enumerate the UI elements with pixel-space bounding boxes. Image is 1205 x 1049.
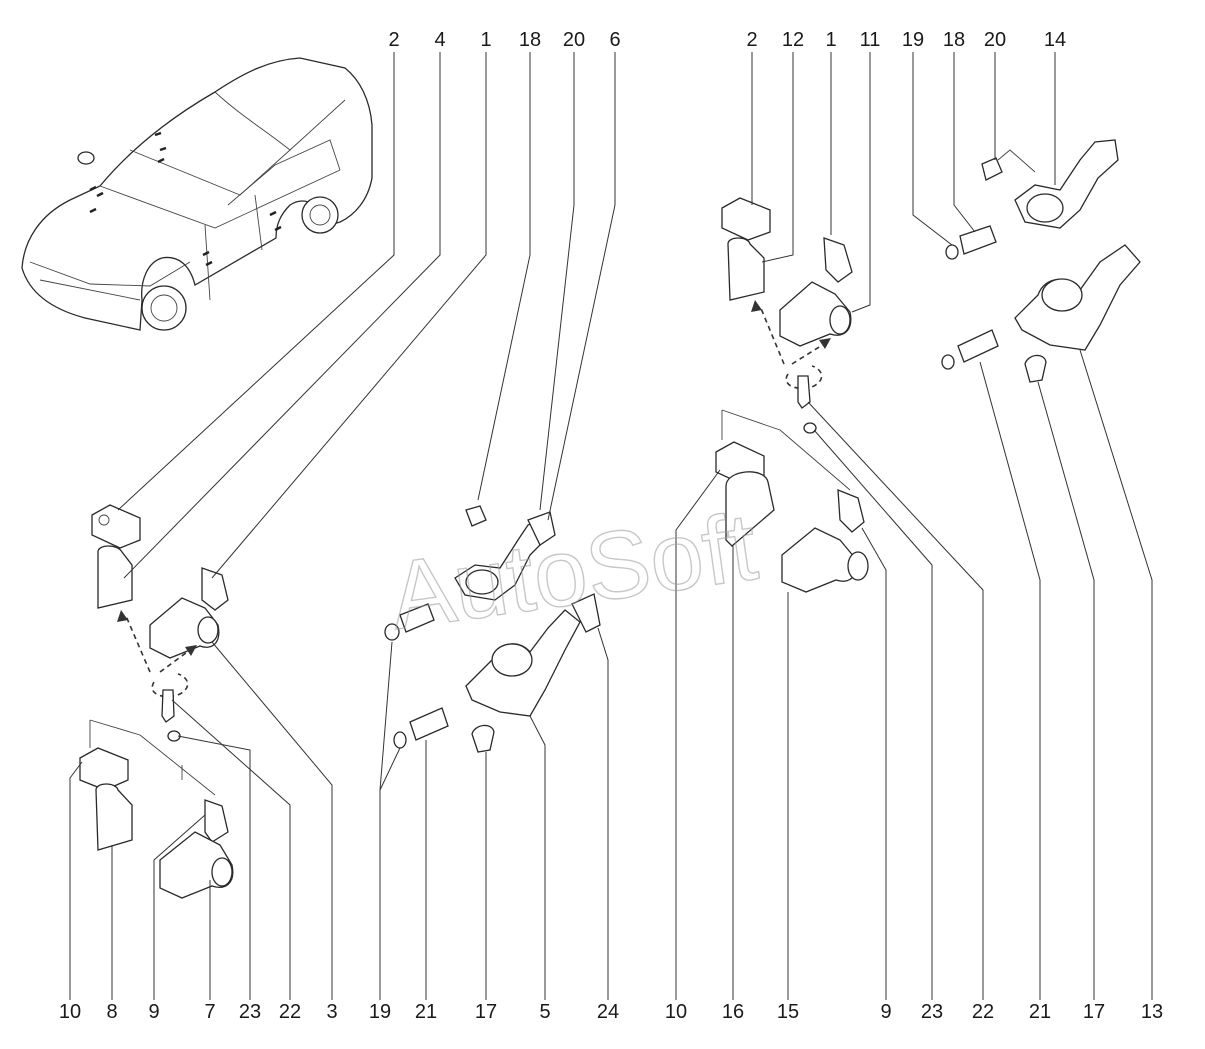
callout-bottom-9-left: 9 xyxy=(148,1001,159,1023)
front-door-lower-hinge-group xyxy=(79,719,234,899)
callout-bottom-5: 5 xyxy=(539,1001,550,1023)
callout-bottom-22-right: 22 xyxy=(972,1001,994,1023)
hinge-plate-part-16 xyxy=(725,471,775,547)
hinge-arm-part-15 xyxy=(781,527,857,593)
callout-bottom-16: 16 xyxy=(722,1001,744,1023)
hinge-plate-part-8 xyxy=(95,783,133,851)
washer-part-19-right-upper xyxy=(945,244,959,260)
callout-bottom-17-right: 17 xyxy=(1083,1001,1105,1023)
washer-part-19-right-lower xyxy=(941,354,955,370)
callout-labels: 2 4 1 18 20 6 2 12 1 11 19 18 20 14 10 8… xyxy=(59,29,1163,1023)
bracket-part-24 xyxy=(571,593,601,633)
hinge-plate-part-1-left xyxy=(201,567,229,611)
callout-top-12: 12 xyxy=(782,29,804,51)
callout-top-14: 14 xyxy=(1044,29,1066,51)
washer-part-23-right xyxy=(803,422,817,434)
callout-bottom-19: 19 xyxy=(369,1001,391,1023)
callout-bottom-10-left: 10 xyxy=(59,1001,81,1023)
callout-top-20-left: 20 xyxy=(563,29,585,51)
hinge-bracket-part-10-left xyxy=(79,747,129,791)
hinge-bracket-part-2-right xyxy=(721,197,771,241)
callout-bottom-22-left: 22 xyxy=(279,1001,301,1023)
rear-door-upper-hinge-group xyxy=(721,197,853,434)
callout-bottom-13: 13 xyxy=(1141,1001,1163,1023)
nut-part-17-right xyxy=(1024,354,1047,383)
hinge-plate-part-9-right xyxy=(837,489,865,533)
callout-bottom-10-right: 10 xyxy=(665,1001,687,1023)
washer-part-19-lower xyxy=(393,731,407,749)
bolt-part-21-right xyxy=(957,329,999,363)
rear-door-lower-hinge-group xyxy=(715,409,869,593)
callout-top-4: 4 xyxy=(434,29,445,51)
callout-top-1-left: 1 xyxy=(480,29,491,51)
callout-top-11: 11 xyxy=(860,29,881,51)
car-illustration xyxy=(21,57,373,331)
callout-top-18-right: 18 xyxy=(943,29,965,51)
hinge-plate-part-9-left xyxy=(204,799,229,843)
nut-part-17-center xyxy=(471,724,495,753)
callout-top-6: 6 xyxy=(609,29,620,51)
bolt-part-21-center xyxy=(409,707,449,741)
callout-bottom-21-left: 21 xyxy=(415,1001,437,1023)
callout-top-2-left: 2 xyxy=(388,29,399,51)
hinge-bracket-part-2-left xyxy=(91,504,141,549)
arrow-head xyxy=(185,645,197,656)
callout-top-1-right: 1 xyxy=(825,29,836,51)
bolt-part-20-right xyxy=(981,157,1003,181)
arrow-head xyxy=(117,610,128,622)
callout-bottom-23-left: 23 xyxy=(239,1001,261,1023)
bolt-part-18-right xyxy=(959,225,997,255)
callout-bottom-24: 24 xyxy=(597,1001,619,1023)
bolt-part-18-center xyxy=(399,603,435,633)
washer-part-19-upper xyxy=(384,623,400,641)
callout-bottom-9-right: 9 xyxy=(880,1001,891,1023)
front-door-check-group xyxy=(384,505,601,753)
leader-lines xyxy=(69,52,1153,1000)
front-door-upper-hinge-group xyxy=(91,504,229,742)
hinge-pin-part-22-right xyxy=(797,375,811,409)
callout-bottom-15: 15 xyxy=(777,1001,799,1023)
hinge-plate-part-12 xyxy=(727,237,765,301)
callout-bottom-21-right: 21 xyxy=(1029,1001,1051,1023)
callout-top-20-right: 20 xyxy=(984,29,1006,51)
callout-bottom-23-right: 23 xyxy=(921,1001,943,1023)
callout-top-19: 19 xyxy=(902,29,924,51)
bolt-part-20-center xyxy=(465,505,487,527)
callout-bottom-8: 8 xyxy=(106,1001,117,1023)
callout-bottom-17-left: 17 xyxy=(475,1001,497,1023)
callout-top-2-right: 2 xyxy=(746,29,757,51)
hinge-plate-part-1-right xyxy=(823,237,853,283)
rear-door-check-group xyxy=(941,139,1141,383)
callout-top-18-left: 18 xyxy=(519,29,541,51)
hinge-plate-part-4 xyxy=(97,545,133,609)
callout-bottom-3: 3 xyxy=(326,1001,337,1023)
hinge-pin-part-22-left xyxy=(161,689,175,723)
callout-bottom-7: 7 xyxy=(204,1001,215,1023)
